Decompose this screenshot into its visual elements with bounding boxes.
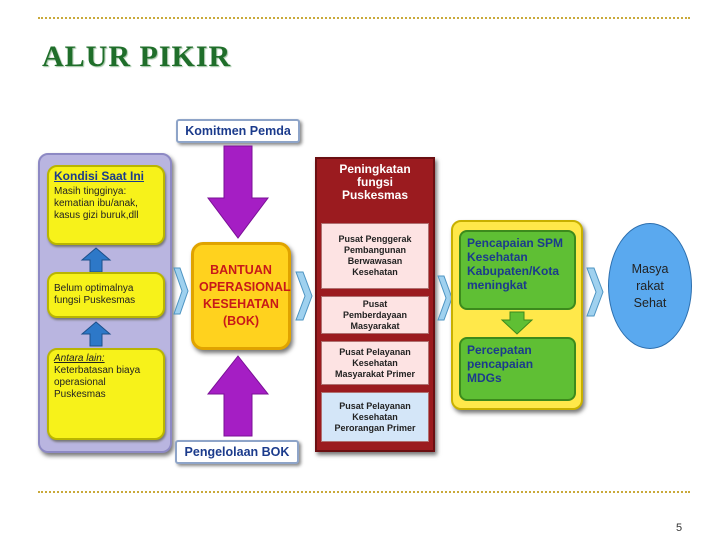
chevron-right-icon: [586, 267, 604, 317]
down-arrow-icon: [500, 311, 534, 335]
top-divider: [38, 17, 690, 19]
keterbatasan-heading: Antara lain:: [54, 353, 105, 364]
page-title: ALUR PIKIR: [42, 40, 232, 73]
spm-box: Pencapaian SPM Kesehatan Kabupaten/Kota …: [459, 230, 576, 310]
up-arrow-icon: [206, 355, 270, 437]
bok-text: BANTUAN OPERASIONAL KESEHATAN (BOK): [199, 263, 291, 328]
chevron-right-icon: [437, 275, 453, 321]
fungsi-text: Belum optimalnya fungsi Puskesmas: [54, 283, 136, 306]
kondisi-box: Kondisi Saat Ini Masih tingginya: kemati…: [47, 165, 165, 245]
kondisi-heading: Kondisi Saat Ini: [54, 169, 145, 183]
puskesmas-panel: Peningkatan fungsi Puskesmas Pusat Pengg…: [315, 157, 435, 452]
bok-box: BANTUAN OPERASIONAL KESEHATAN (BOK): [191, 242, 291, 350]
up-arrow-icon: [80, 321, 112, 347]
fungsi-box: Belum optimalnya fungsi Puskesmas: [47, 272, 165, 318]
keterbatasan-text: Keterbatasan biaya operasional Puskesmas: [54, 365, 141, 400]
chevron-right-icon: [295, 271, 313, 321]
page-number: 5: [676, 522, 683, 534]
bottom-divider: [38, 491, 690, 493]
puskesmas-item: Pusat Pelayanan Kesehatan Masyarakat Pri…: [321, 341, 429, 385]
result-text: Masya rakat Sehat: [631, 261, 669, 310]
komitmen-pemda-label: Komitmen Pemda: [176, 119, 300, 143]
pengelolaan-bok-label: Pengelolaan BOK: [175, 440, 299, 464]
puskesmas-item: Pusat Pemberdayaan Masyarakat: [321, 296, 429, 334]
puskesmas-item: Pusat Pelayanan Kesehatan Perorangan Pri…: [321, 392, 429, 442]
chevron-right-icon: [173, 267, 189, 315]
down-arrow-icon: [207, 145, 269, 239]
mdgs-box: Percepatan pencapaian MDGs: [459, 337, 576, 401]
keterbatasan-box: Antara lain: Keterbatasan biaya operasio…: [47, 348, 165, 440]
puskesmas-item: Pusat Penggerak Pembangunan Berwawasan K…: [321, 223, 429, 289]
kondisi-text: Masih tingginya: kematian ibu/anak, kasu…: [54, 186, 139, 221]
masyarakat-sehat-circle: Masya rakat Sehat: [608, 223, 692, 349]
puskesmas-heading: Peningkatan fungsi Puskesmas: [339, 162, 411, 202]
up-arrow-icon: [80, 247, 112, 273]
